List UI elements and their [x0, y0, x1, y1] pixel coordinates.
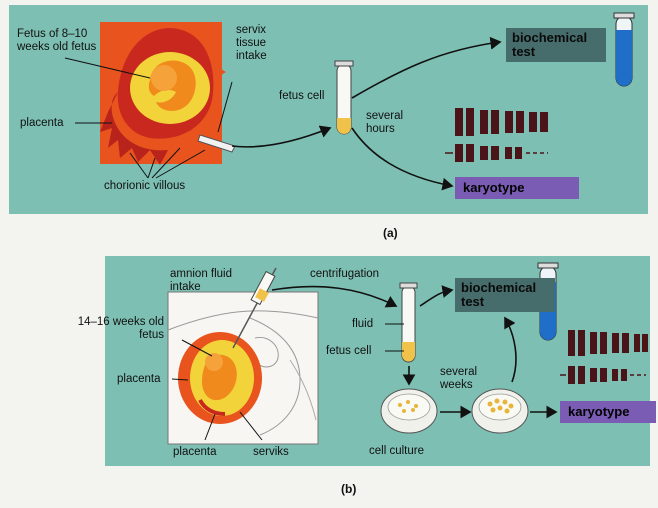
test-tube-b	[399, 282, 418, 363]
label-fetus-age-b: 14–16 weeks old fetus	[77, 316, 164, 341]
caption-b: (b)	[341, 482, 357, 496]
catheter-a	[197, 134, 236, 153]
label-placenta-a: placenta	[20, 117, 64, 129]
karyotype-box-b: karyotype	[560, 401, 656, 423]
label-several-hours: several hours	[366, 110, 404, 135]
label-serviks: serviks	[253, 446, 289, 458]
karyotype-box-a: karyotype	[455, 177, 579, 199]
caption-a: (a)	[383, 226, 398, 240]
biochemical-test-box-b: biochemical test	[455, 278, 555, 312]
label-fetus-cell-b: fetus cell	[326, 345, 372, 357]
test-tube-a	[334, 60, 354, 135]
label-placenta-b-bottom: placenta	[173, 446, 217, 458]
label-fetus-cell-a: fetus cell	[279, 90, 325, 102]
petri-dish-1	[380, 388, 438, 434]
chromosome-set-a	[445, 108, 548, 162]
syringe-b	[232, 267, 277, 349]
placenta-fetus-illustration-a	[100, 22, 226, 165]
petri-dish-2	[471, 388, 529, 434]
uterus-illustration-b	[167, 291, 319, 445]
biochemical-test-box-a: biochemical test	[506, 28, 606, 62]
label-chorionic-villous: chorionic villous	[104, 180, 186, 192]
chromosome-set-b	[560, 330, 648, 384]
label-several-weeks: several weeks	[440, 366, 478, 391]
label-fluid: fluid	[352, 318, 374, 330]
label-amnion-fluid-intake: amnion fluid intake	[170, 268, 233, 293]
label-fetus-age-a: Fetus of 8–10 weeks old fetus	[17, 28, 97, 53]
label-placenta-b-left: placenta	[117, 373, 161, 385]
label-cell-culture: cell culture	[369, 445, 424, 457]
blue-tube-a	[613, 12, 635, 87]
label-centrifugation: centrifugation	[310, 268, 380, 280]
label-servix-tissue-intake: servix tissue intake	[236, 24, 267, 62]
